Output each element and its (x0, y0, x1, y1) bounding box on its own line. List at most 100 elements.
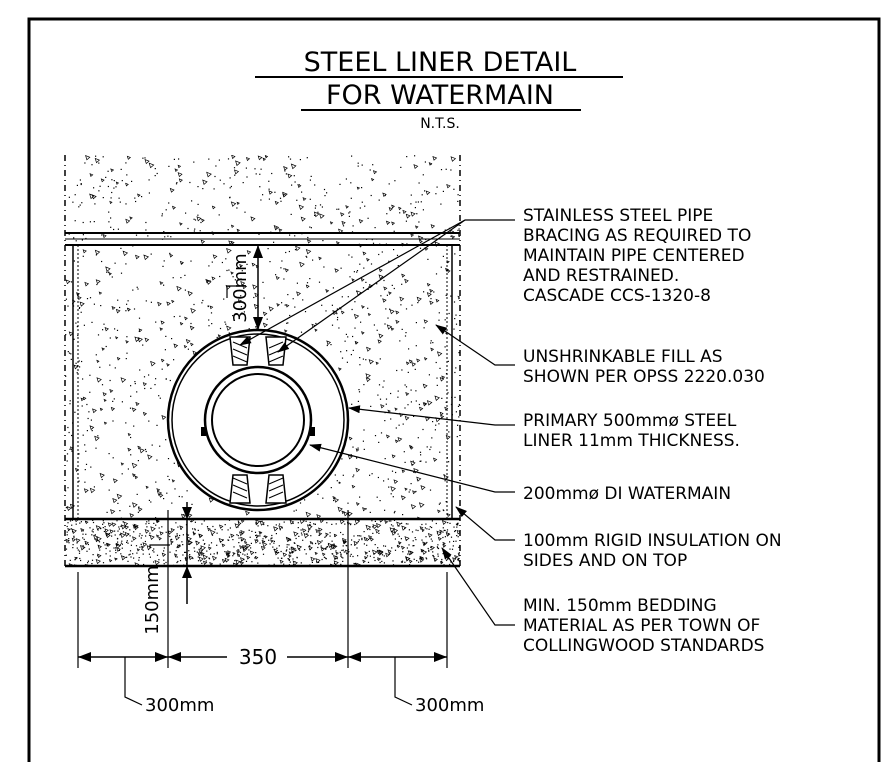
aggregate-dot (424, 416, 430, 422)
aggregate-dot (386, 213, 388, 215)
aggregate-dot (268, 190, 273, 195)
aggregate-dot (78, 360, 80, 362)
aggregate-dot (425, 536, 427, 538)
aggregate-dot (281, 527, 283, 529)
aggregate-dot (292, 522, 294, 524)
aggregate-dot (370, 405, 372, 407)
aggregate-dot (349, 524, 352, 526)
aggregate-dot (251, 561, 253, 563)
aggregate-dot (294, 550, 296, 552)
aggregate-dot (431, 540, 433, 542)
aggregate-dot (436, 384, 438, 386)
aggregate-dot (404, 461, 406, 463)
aggregate-dot (458, 546, 460, 548)
aggregate-dot (333, 543, 335, 545)
aggregate-dot (413, 164, 419, 170)
aggregate-dot (99, 407, 104, 412)
aggregate-dot (340, 351, 342, 353)
aggregate-dot (391, 454, 396, 459)
aggregate-dot (443, 529, 445, 531)
aggregate-dot (314, 214, 316, 216)
aggregate-dot (304, 499, 306, 501)
aggregate-dot (289, 234, 291, 236)
aggregate-dot (317, 211, 319, 213)
aggregate-dot (129, 216, 133, 220)
aggregate-dot (357, 555, 359, 557)
right-width-label: 300mm (415, 695, 484, 716)
aggregate-dot (282, 191, 288, 198)
aggregate-dot (272, 546, 274, 548)
aggregate-dot (134, 381, 136, 383)
aggregate-dot (219, 275, 221, 278)
aggregate-dot (165, 531, 167, 533)
aggregate-dot (142, 553, 144, 555)
aggregate-dot (400, 495, 406, 501)
aggregate-dot (225, 552, 229, 556)
aggregate-dot (416, 213, 418, 215)
aggregate-dot (174, 535, 180, 541)
aggregate-dot (452, 557, 457, 562)
aggregate-dot (378, 532, 380, 534)
aggregate-dot (201, 552, 203, 554)
aggregate-dot (145, 523, 147, 525)
aggregate-dot (179, 222, 183, 226)
aggregate-dot (296, 557, 298, 559)
aggregate-dot (151, 444, 153, 446)
aggregate-dot (197, 560, 200, 562)
aggregate-dot (142, 157, 144, 159)
aggregate-dot (219, 179, 221, 181)
aggregate-dot (367, 288, 369, 290)
aggregate-dot (296, 199, 298, 201)
aggregate-dot (126, 336, 128, 338)
aggregate-dot (416, 296, 422, 302)
aggregate-dot (70, 358, 72, 360)
aggregate-dot (451, 548, 454, 550)
aggregate-dot (75, 538, 81, 543)
aggregate-dot (75, 523, 77, 525)
aggregate-dot (114, 367, 116, 369)
aggregate-dot (422, 428, 424, 431)
aggregate-dot (405, 523, 407, 525)
aggregate-dot (372, 242, 375, 244)
aggregate-dot (176, 534, 178, 536)
aggregate-dot (347, 336, 349, 338)
aggregate-dot (367, 561, 370, 563)
aggregate-dot (294, 306, 296, 308)
aggregate-dot (442, 509, 444, 511)
aggregate-dot (333, 497, 340, 503)
aggregate-dot (307, 239, 312, 244)
aggregate-dot (66, 531, 68, 533)
aggregate-dot (110, 217, 112, 219)
aggregate-dot (190, 322, 192, 325)
aggregate-dot (143, 376, 146, 378)
aggregate-dot (86, 298, 89, 300)
aggregate-dot (244, 211, 246, 213)
aggregate-dot (457, 559, 459, 561)
pipe-bracing-hatch (232, 341, 284, 499)
aggregate-dot (209, 280, 211, 282)
callout-0-line-4: CASCADE CCS-1320-8 (523, 286, 711, 306)
aggregate-dot (139, 546, 141, 548)
aggregate-dot (387, 549, 392, 554)
aggregate-dot (393, 528, 399, 534)
aggregate-dot (278, 551, 280, 554)
aggregate-dot (91, 534, 93, 536)
aggregate-dot (242, 553, 244, 555)
aggregate-dot (71, 434, 73, 437)
aggregate-dot (430, 347, 435, 352)
aggregate-dot (221, 558, 227, 564)
aggregate-dot (309, 545, 311, 547)
aggregate-dot (69, 559, 71, 561)
aggregate-dot (193, 230, 195, 232)
aggregate-dot (398, 424, 400, 426)
aggregate-dot (364, 205, 366, 207)
aggregate-dot (351, 539, 353, 541)
aggregate-dot (103, 542, 105, 544)
aggregate-dot (126, 303, 128, 305)
aggregate-dot (77, 295, 79, 297)
aggregate-dot (170, 236, 172, 238)
aggregate-dot (276, 547, 278, 549)
aggregate-dot (130, 436, 132, 439)
aggregate-dot (249, 550, 255, 556)
aggregate-dot (264, 155, 269, 159)
